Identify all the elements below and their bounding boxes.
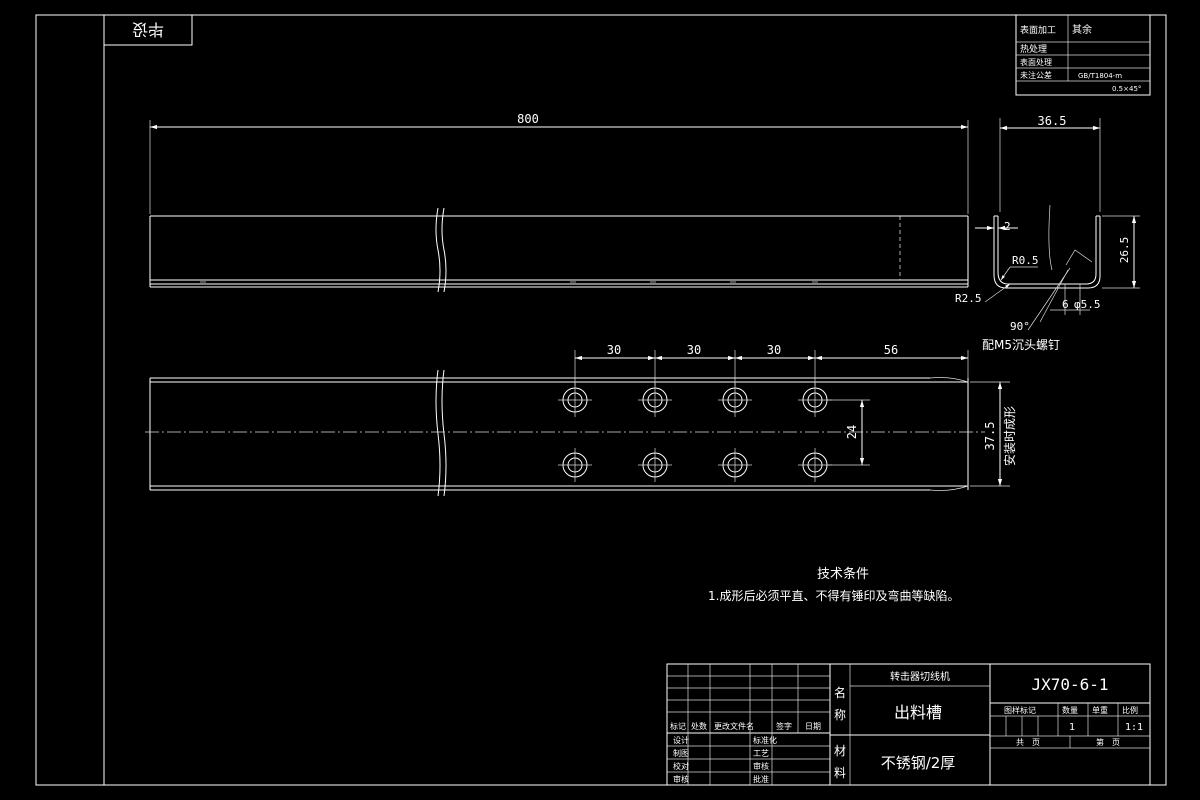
chamfer-note: 0.5×45° (1112, 85, 1141, 93)
col-weight: 单重 (1092, 705, 1108, 715)
countersunk-hole (718, 448, 752, 482)
surface-row-label: 表面处理 (1020, 57, 1052, 67)
side-view: 36.5 2 26.5 R0.5 R2.5 6 φ5.5 90° 配M5沉头螺钉 (955, 114, 1140, 352)
scale-value: 1:1 (1125, 722, 1143, 733)
product-name: 转击器切线机 (890, 670, 950, 683)
inner-frame (103, 14, 1167, 786)
rev-header: 日期 (805, 722, 821, 731)
surface-row-value: GB/T1804-m (1078, 72, 1122, 80)
total-pages: 共 页 (1016, 738, 1040, 747)
surface-row-label: 未注公差 (1020, 70, 1052, 80)
dim-pitch: 30 (687, 343, 701, 357)
surface-row-label: 表面加工 (1020, 24, 1056, 36)
page-number: 第 页 (1096, 737, 1120, 747)
countersunk-hole (558, 383, 592, 417)
rev-header: 标记 (670, 721, 686, 731)
sign-left: 校对 (673, 761, 689, 771)
name-label: 称 (834, 708, 846, 722)
drawing-number: JX70-6-1 (1031, 675, 1108, 694)
tech-heading: 技术条件 (817, 566, 869, 582)
rev-header: 更改文件名 (714, 721, 754, 731)
sign-left: 制图 (673, 748, 689, 758)
material-label: 材 (834, 744, 846, 758)
dim-height-side: 26.5 (1118, 237, 1131, 264)
qty-value: 1 (1069, 722, 1075, 733)
countersunk-hole (798, 383, 832, 417)
dim-lip: 2 (1004, 220, 1011, 233)
title-block: 标记 处数 更改文件名 签字 日期 设计 制图 校对 审核 标准化 工艺 审核 … (666, 663, 1151, 786)
material-label: 料 (834, 766, 846, 780)
install-note: 安装时成形 (1002, 406, 1017, 466)
sign-right: 工艺 (753, 749, 769, 758)
dim-angle: 90° (1010, 320, 1030, 333)
dim-width-top: 36.5 (1038, 114, 1067, 128)
part-name: 出料槽 (894, 703, 942, 722)
outer-frame (35, 14, 1167, 786)
screw-note: 配M5沉头螺钉 (982, 338, 1060, 352)
surface-row-label: 热处理 (1020, 43, 1047, 55)
countersunk-hole (718, 383, 752, 417)
surface-table: 表面加工 其余 热处理 表面处理 未注公差 GB/T1804-m 0.5×45° (1015, 14, 1151, 96)
col-qty: 数量 (1062, 705, 1078, 715)
sign-left: 审核 (673, 774, 689, 784)
dim-outer-radius: R2.5 (955, 292, 982, 305)
stamp-box: 毕设 (103, 14, 193, 46)
dim-row-spacing: 24 (845, 425, 859, 439)
sign-left: 设计 (673, 735, 689, 745)
sign-right: 审核 (753, 761, 769, 771)
dim-pitch: 30 (767, 343, 781, 357)
surface-row-value: 其余 (1072, 23, 1092, 36)
col-mark: 图样标记 (1004, 705, 1036, 715)
dim-pitch: 30 (607, 343, 621, 357)
hole-pattern (558, 383, 832, 482)
dim-hole-a: 6 (1062, 298, 1069, 311)
countersunk-hole (558, 448, 592, 482)
tech-requirements: 技术条件 1.成形后必须平直、不得有锤印及弯曲等缺陷。 (708, 566, 959, 603)
col-scale: 比例 (1122, 705, 1138, 715)
countersunk-hole (638, 448, 672, 482)
sign-right: 标准化 (753, 735, 777, 745)
sign-right: 批准 (753, 774, 769, 784)
dim-end-offset: 56 (884, 343, 898, 357)
material-value: 不锈钢/2厚 (881, 754, 956, 772)
front-view: 800 (149, 112, 969, 293)
dim-inner-radius: R0.5 (1012, 254, 1039, 267)
plan-view: 30 30 30 56 24 37.5 安装时成形 (145, 343, 1017, 497)
rev-header: 签字 (776, 721, 792, 731)
countersunk-hole (798, 448, 832, 482)
stamp-label: 毕设 (132, 20, 164, 39)
name-label: 名 (834, 685, 846, 700)
dim-hole-b: φ5.5 (1074, 298, 1101, 311)
rev-header: 处数 (691, 721, 707, 731)
dim-width-plan: 37.5 (983, 422, 997, 451)
countersunk-hole (638, 383, 672, 417)
dim-total-length: 800 (517, 112, 539, 126)
tech-item: 1.成形后必须平直、不得有锤印及弯曲等缺陷。 (708, 588, 959, 603)
